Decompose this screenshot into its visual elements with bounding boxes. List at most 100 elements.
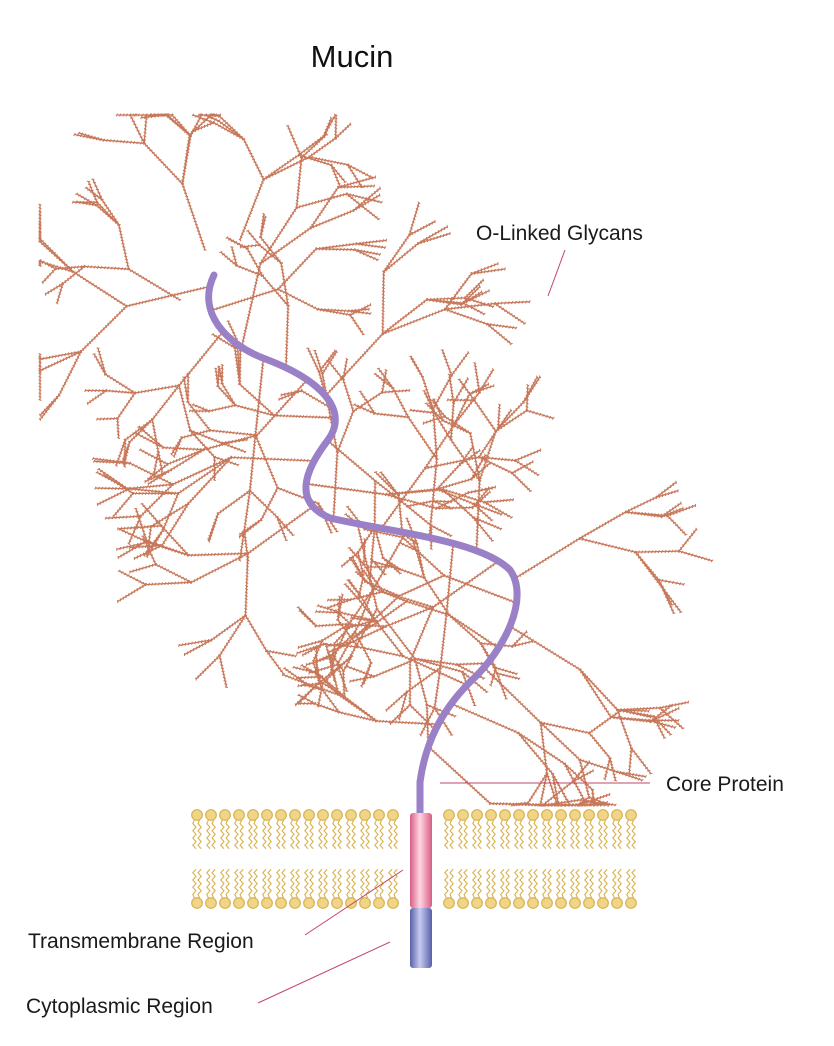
- glycan-branch: [266, 650, 296, 657]
- glycan-sugar-residues: [296, 606, 318, 628]
- lipid-head: [611, 897, 623, 909]
- lipid-tail: [197, 868, 202, 899]
- glycan-sugar-residues: [259, 226, 312, 266]
- glycan-sugar-residues: [513, 459, 540, 477]
- lipid-head: [303, 897, 315, 909]
- glycan-sugar-residues: [665, 514, 688, 536]
- glycan-branch: [234, 347, 241, 385]
- glycan-branch: [181, 429, 211, 439]
- glycan-sugar-residues: [514, 448, 542, 462]
- glycan-sugar-residues: [218, 654, 229, 688]
- glycan-branch: [630, 747, 652, 774]
- glycan-sugar-residues: [516, 731, 566, 765]
- glycan-sugar-residues: [127, 267, 182, 302]
- lipid-tail: [281, 819, 286, 850]
- glycan-sugar-residues: [280, 389, 303, 397]
- glycan-sugar-residues: [242, 138, 266, 180]
- lipid-head: [569, 897, 581, 909]
- lipid-tail: [248, 868, 253, 899]
- glycan-sugar-residues: [282, 666, 307, 685]
- glycan-branch: [93, 353, 107, 375]
- lipid-tail: [267, 819, 272, 850]
- glycan-branch: [426, 704, 456, 717]
- lipid-tail: [360, 868, 365, 899]
- glycan-branch: [130, 525, 162, 529]
- glycan-sugar-residues: [104, 514, 142, 520]
- lipid-tail: [332, 868, 337, 899]
- glycan-branch: [301, 390, 329, 408]
- lipid-tail: [449, 868, 454, 899]
- glycan-sugar-residues: [112, 491, 135, 518]
- glycan-branch: [448, 374, 455, 404]
- glycan-sugar-residues: [447, 373, 456, 404]
- glycan-sugar-residues: [578, 510, 627, 541]
- lipid-tail: [337, 868, 342, 899]
- glycan-sugar-residues: [373, 471, 401, 497]
- glycan-sugar-residues: [356, 578, 365, 601]
- lipid-tail: [379, 819, 384, 850]
- glycan-branch: [375, 620, 404, 657]
- lipid-tail: [295, 868, 300, 899]
- glycan-branch: [55, 265, 85, 270]
- lipid-head: [457, 809, 469, 821]
- lipid-tail: [267, 868, 272, 899]
- glycan-sugar-residues: [128, 461, 175, 486]
- glycan-branch: [120, 528, 148, 543]
- glycan-branch: [539, 722, 548, 774]
- glycan-sugar-residues: [279, 262, 290, 307]
- glycan-branch: [316, 672, 340, 696]
- glycan-branch: [376, 720, 439, 725]
- lipid-tail: [500, 868, 505, 899]
- glycan-sugar-residues: [243, 614, 269, 652]
- glycan-sugar-residues: [539, 721, 582, 761]
- lipid-head: [499, 897, 511, 909]
- glycan-sugar-residues: [409, 355, 425, 378]
- glycan-branch: [628, 748, 633, 774]
- o-linked-glycans: [38, 113, 714, 807]
- glycan-branch: [579, 537, 636, 553]
- glycan-sugar-residues: [277, 247, 318, 291]
- glycan-branch: [486, 323, 512, 345]
- lipid-tail: [491, 868, 496, 899]
- lipid-tail: [561, 868, 566, 899]
- glycan-sugar-residues: [239, 243, 261, 249]
- glycan-branch: [380, 467, 426, 529]
- glycan-sugar-residues: [545, 772, 559, 806]
- glycan-sugar-residues: [457, 378, 476, 402]
- glycan-branch: [652, 716, 666, 739]
- lipid-tail: [458, 819, 463, 850]
- glycan-branch: [192, 403, 210, 412]
- lipid-tail: [276, 819, 281, 850]
- glycan-sugar-residues: [216, 385, 237, 407]
- glycan-branch: [161, 503, 189, 546]
- glycan-sugar-residues: [677, 527, 698, 553]
- glycan-branch: [526, 385, 529, 411]
- glycan-branch: [484, 501, 512, 519]
- glycan-sugar-residues: [207, 512, 220, 543]
- glycan-sugar-residues: [265, 649, 298, 658]
- lipid-head: [345, 809, 357, 821]
- lipid-tail: [575, 868, 580, 899]
- glycan-sugar-residues: [192, 121, 214, 133]
- glycan-sugar-residues: [425, 298, 465, 305]
- glycan-branch: [295, 157, 303, 208]
- glycan-branch: [239, 530, 245, 561]
- lipid-tail: [351, 819, 356, 850]
- glycan-sugar-residues: [391, 387, 410, 418]
- glycan-branch: [166, 114, 191, 136]
- lipid-tail: [505, 868, 510, 899]
- transmembrane-leader-line: [304, 869, 404, 936]
- glycan-branch: [42, 268, 56, 283]
- lipid-head: [527, 809, 539, 821]
- glycan-sugar-residues: [633, 551, 664, 589]
- glycan-branch: [244, 553, 249, 616]
- glycan-sugar-residues: [336, 595, 342, 622]
- glycan-branch: [540, 721, 590, 734]
- glycan-sugar-residues: [38, 369, 42, 402]
- glycan-branch: [330, 164, 341, 188]
- glycan-sugar-residues: [660, 586, 676, 614]
- glycan-sugar-residues: [355, 238, 388, 246]
- glycan-sugar-residues: [625, 495, 657, 514]
- glycan-sugar-residues: [543, 803, 557, 807]
